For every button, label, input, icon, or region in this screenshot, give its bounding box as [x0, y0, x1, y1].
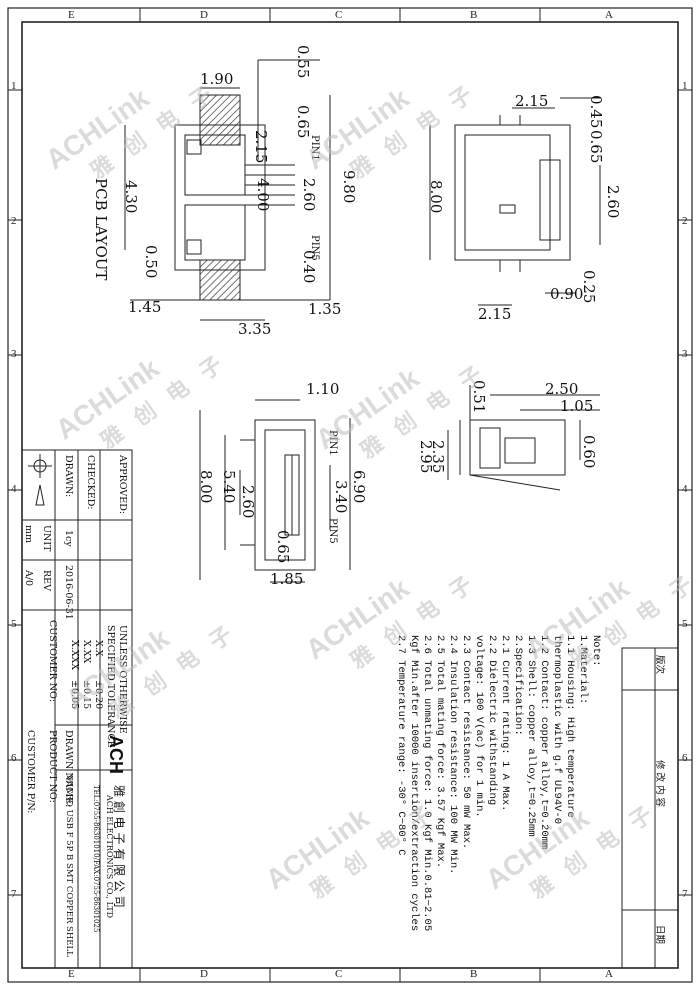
rev-date-header: 日期 [654, 925, 665, 945]
zone-letter: E [68, 968, 75, 980]
zone-number: 2 [682, 215, 688, 227]
dim-label: 2.60 [604, 185, 622, 219]
drawn-label: DRAWN: [63, 455, 74, 498]
zone-letter: C [335, 968, 343, 980]
title-block-frame [21, 449, 133, 969]
company-en: ACH ELECTRONICS CO., LTD [105, 795, 114, 919]
customer-pn-label: CUSTOMER P/N: [25, 730, 36, 814]
tolerance-format: X.X [93, 640, 104, 657]
view-side-geometry [447, 385, 600, 491]
note-line: 1.Material: [577, 635, 589, 705]
note-line: 2.5 Total mating force: 3.57 Kgf Max. [434, 635, 446, 869]
dim-label: 0.65 [294, 105, 312, 139]
rev-version-header: 版次 [654, 655, 665, 675]
dim-label: 0.65 [587, 130, 605, 164]
rev-value: A/0 [23, 570, 34, 587]
note-line: 2.4 Insulation resistance: 100 MW Min. [447, 635, 459, 875]
dim-label: 1.85 [270, 570, 304, 588]
zone-number: 5 [11, 618, 17, 630]
dim-label: 4.00 [254, 178, 272, 212]
zone-number: 1 [11, 80, 17, 92]
note-line: voltage: 100 V(ac) for 1 min. [473, 635, 485, 818]
dim-label: 2.60 [300, 178, 318, 212]
zone-number: 4 [682, 483, 688, 495]
zone-letter: A [605, 968, 613, 980]
dim-label: 3.35 [238, 320, 272, 338]
tolerance-format: X.XX [81, 640, 92, 664]
view-top-geometry [124, 59, 331, 321]
dim-label: 2.15 [478, 305, 512, 323]
dim-label: 0.55 [294, 45, 312, 79]
dim-label: 1.05 [560, 397, 594, 415]
zone-letter: C [335, 9, 343, 21]
dim-label: 0.45 [587, 95, 605, 129]
dim-label: 3.40 [332, 480, 350, 514]
approved-label: APPROVED: [117, 455, 128, 515]
zone-letter: A [605, 9, 613, 21]
tolerance-format: X.XXX [69, 640, 80, 671]
dim-label: 4.30 [122, 180, 140, 214]
zone-number: 6 [11, 752, 17, 764]
dim-label: 8.00 [197, 470, 215, 504]
zone-letter: D [200, 968, 208, 980]
zone-number: 1 [682, 80, 688, 92]
zone-number: 7 [682, 888, 688, 900]
note-line: 2.3 Contact resistance: 50 mW Max. [460, 635, 472, 850]
zone-number: 4 [11, 483, 17, 495]
dim-label: 1.45 [128, 298, 162, 316]
unit-label: UNIT [41, 525, 52, 552]
product-no-label: PRODUCT NO: [47, 730, 58, 803]
view-top-title: PCB LAYOUT [92, 178, 110, 281]
zone-letter: B [470, 968, 478, 980]
dim-label: 5.40 [220, 470, 238, 504]
zone-number: 5 [682, 618, 688, 630]
dim-label: 8.00 [427, 180, 445, 214]
view-side-top-geometry [429, 97, 601, 306]
dim-label: 1.90 [200, 70, 234, 88]
view-front-geometry [199, 399, 351, 583]
note-line: Note: [590, 635, 602, 667]
zone-letter: E [68, 9, 75, 21]
dim-label: 2.50 [545, 380, 579, 398]
dim-label: 2.95 [417, 440, 435, 474]
dim-label: 0.40 [300, 250, 318, 284]
unit-value: mm [23, 525, 34, 544]
product-name: MICRO USB F 5P B SMT COPPER SHELL [64, 775, 74, 957]
customer-no-label: CUSTOMER NO: [47, 620, 58, 703]
dim-label: 0.60 [580, 435, 598, 469]
drawn-value: 1cy [63, 530, 74, 547]
zone-number: 3 [11, 348, 17, 360]
dim-label: 2.60 [239, 485, 257, 519]
company-logo: ACH [106, 735, 126, 774]
dim-label: 0.65 [274, 530, 292, 564]
dim-label: 0.50 [142, 245, 160, 279]
dim-label: 2.15 [252, 130, 270, 164]
zone-number: 2 [11, 215, 17, 227]
zone-letter: B [470, 9, 478, 21]
dim-label: 1.10 [306, 380, 340, 398]
pin5-label: PIN5 [327, 518, 338, 544]
dim-label: 1.35 [308, 300, 342, 318]
company-contact: TEL:0755-86301010/FAX:0755-86301025 [92, 785, 100, 933]
rev-label: REV [41, 570, 52, 591]
rev-content-header: 修 改 内 容 [654, 760, 665, 808]
note-line: 2.6 Total unmating force: 1.0 Kgf Min.0.… [421, 635, 433, 932]
revision-table [621, 647, 679, 969]
date-value: 2016-06-31 [63, 565, 74, 620]
zone-number: 3 [682, 348, 688, 360]
dim-label: 2.15 [515, 92, 549, 110]
zone-letter: D [200, 9, 208, 21]
zone-number: 6 [682, 752, 688, 764]
dim-label: 0.90 [550, 285, 584, 303]
zone-number: 7 [11, 888, 17, 900]
